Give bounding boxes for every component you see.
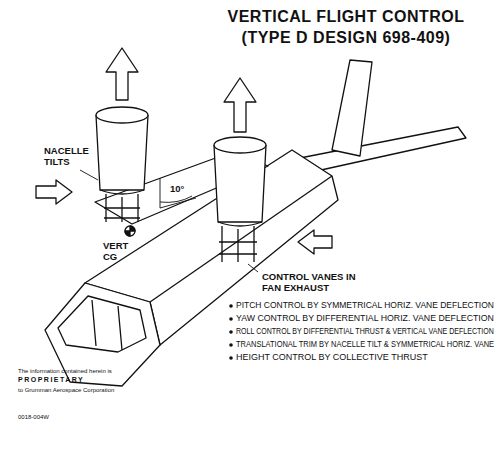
part-label: CONTROL VANES IN FAN EXHAUST (262, 272, 362, 294)
note-text: HEIGHT CONTROL BY COLLECTIVE THRUST (236, 352, 428, 363)
dimension-label: 10° (170, 184, 184, 195)
part-label: NACELLE TILTS (44, 146, 100, 168)
diagram-title: VERTICAL FLIGHT CONTROL (TYPE D DESIGN 6… (215, 6, 477, 48)
proprietary-note: The information contained herein is (18, 368, 112, 375)
note-text: TRANSLATIONAL TRIM BY NACELLE TILT & SYM… (236, 339, 494, 350)
note-text: ROLL CONTROL BY DIFFERENTIAL THRUST & VE… (236, 326, 494, 337)
proprietary-note: to Grumman Aerospace Corporation (18, 387, 114, 394)
note-text: YAW CONTROL BY DIFFERENTIAL HORIZ. VANE … (236, 313, 494, 324)
drawing-number: 0018-004W (18, 414, 49, 421)
part-label: VERT CG (103, 241, 137, 263)
note-text: PITCH CONTROL BY SYMMETRICAL HORIZ. VANE… (236, 300, 494, 311)
proprietary-note: PROPRIETARY (18, 376, 84, 384)
